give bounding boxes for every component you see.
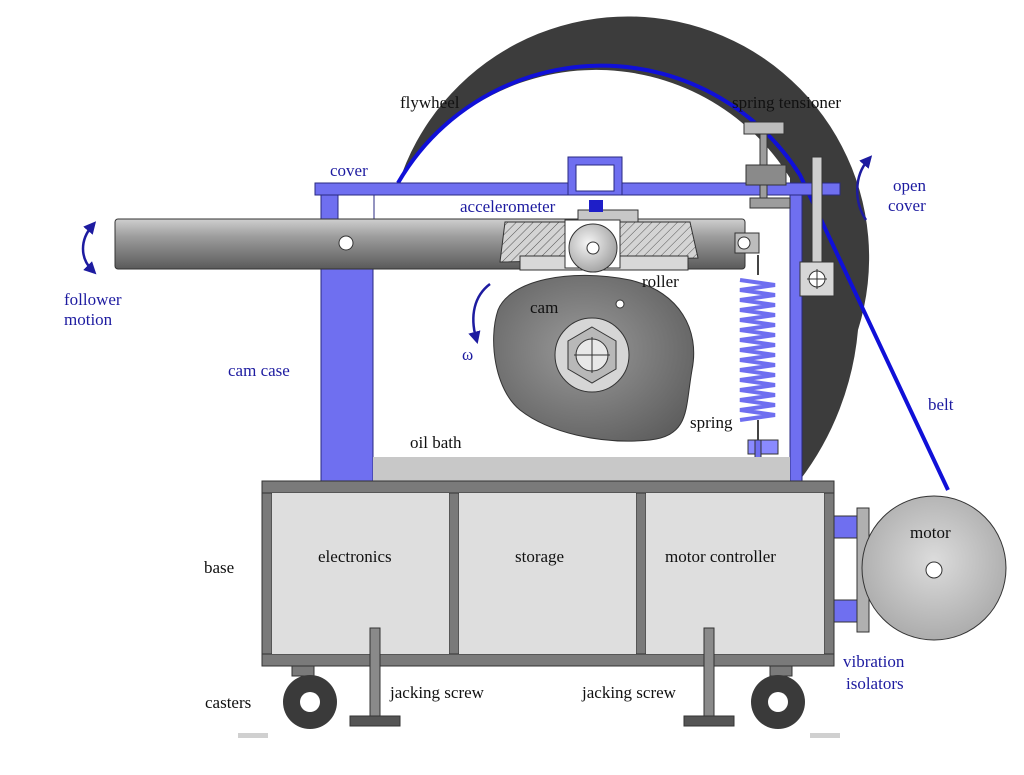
label-omega: ω (462, 345, 473, 364)
follower-motion-arrow (81, 221, 97, 275)
label-cover: cover (330, 161, 368, 180)
label-open: open (893, 176, 927, 195)
label-spring-tensioner: spring tensioner (732, 93, 841, 112)
label-motion: motion (64, 310, 113, 329)
label-base: base (204, 558, 234, 577)
label-follower: follower (64, 290, 122, 309)
label-motor-controller: motor controller (665, 547, 776, 566)
label-vibration: vibration (843, 652, 905, 671)
ground-right (810, 733, 840, 738)
cam-hole (615, 299, 625, 309)
jacking-screw-left (349, 627, 401, 727)
label-casters: casters (205, 693, 251, 712)
ground-left (238, 733, 268, 738)
label-cam-case: cam case (228, 361, 290, 380)
label-isolators: isolators (846, 674, 904, 693)
motor (861, 495, 1007, 641)
omega-arrow (468, 283, 491, 345)
label-jacking-screw-right: jacking screw (581, 683, 677, 702)
label-flywheel: flywheel (400, 93, 460, 112)
flywheel (398, 16, 870, 481)
label-accelerometer: accelerometer (460, 197, 556, 216)
label-spring: spring (690, 413, 733, 432)
caster-right (751, 665, 805, 729)
caster-left (283, 665, 337, 729)
label-jacking-screw-left: jacking screw (389, 683, 485, 702)
label-open-cover: cover (888, 196, 926, 215)
spring-tensioner (743, 121, 835, 297)
cam-case-frame (314, 156, 841, 482)
label-roller: roller (642, 272, 679, 291)
jacking-screw-right (683, 627, 735, 727)
spring (739, 255, 779, 459)
label-cam: cam (530, 298, 558, 317)
cam-hub (554, 317, 630, 393)
label-electronics: electronics (318, 547, 392, 566)
roller-center (586, 241, 600, 255)
label-storage: storage (515, 547, 564, 566)
label-belt: belt (928, 395, 954, 414)
oil-bath (373, 457, 790, 481)
open-cover-arrow (856, 155, 873, 221)
label-motor: motor (910, 523, 951, 542)
label-oil-bath: oil bath (410, 433, 462, 452)
base-frame (261, 480, 835, 667)
